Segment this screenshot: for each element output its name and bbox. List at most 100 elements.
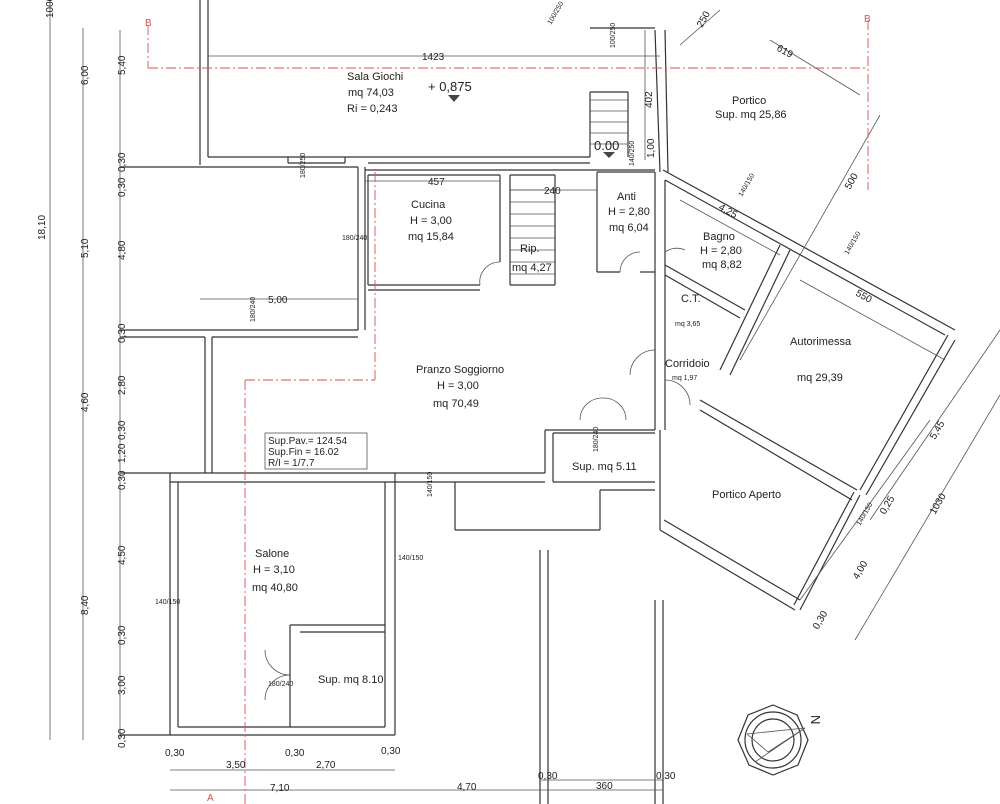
opening-size: 140/150 [398,555,423,562]
dimension-text: 4,50 [117,545,128,565]
opening-size: 140/150 [427,472,434,497]
dimension-text: 0,30 [165,748,185,759]
opening-size: 180/240 [250,297,257,322]
room-area: mq 3,65 [675,321,700,328]
opening-size: 180/240 [268,681,293,688]
room-height: H = 3,10 [253,564,295,576]
opening-size: 180/250 [300,153,307,178]
wall-segment [664,264,746,311]
room-area: Sup. mq 8.10 [318,674,383,686]
opening-size: 100/250 [610,23,617,48]
dimension-line [799,279,946,361]
dimension-text: 550 [854,288,874,306]
dimension-text: 5,00 [268,295,288,306]
door-swing [629,349,656,376]
summary-box [264,432,368,470]
dimension-text: 0,30 [811,609,830,632]
room-area: mq 29,39 [797,372,843,384]
dimension-text: 1,20 [117,443,128,463]
dimension-text: 0,30 [117,323,128,343]
room-area: Sup. mq 25,86 [715,109,787,121]
compass-icon [737,704,809,776]
opening-size: 140/150 [738,172,757,198]
room-name: Pranzo Soggiorno [416,364,504,376]
room-area: mq 8,82 [702,259,742,271]
dimension-text: 8,40 [80,595,91,615]
dimension-text: 0,25 [878,494,897,517]
dimension-text: 0,30 [381,746,401,757]
dimension-text: 1030 [928,491,949,516]
room-name: Autorimessa [790,336,852,348]
door-swing [602,397,627,421]
dimension-text: 4,80 [117,240,128,260]
wall-segment [664,179,946,336]
opening-size: 140/150 [844,230,863,256]
dimension-text: 1000 [45,0,56,18]
wall-segment [663,519,801,601]
dimension-line [769,39,861,96]
dimension-text: 0,30 [117,625,128,645]
dimension-text: 250 [695,9,713,29]
door-swing [619,251,641,273]
level-upper: + 0,875 [428,79,472,94]
dimension-text: 5,45 [928,419,947,442]
room-name: C.T. [681,293,701,305]
room-name: Portico [732,95,766,107]
opening-size: 140/150 [856,501,875,527]
room-height: H = 3,00 [437,380,479,392]
room-name: Salone [255,548,289,560]
dimension-text: 240 [544,186,561,197]
dimension-line [679,199,781,256]
room-name: Portico Aperto [712,489,781,501]
dimension-text: 3,50 [226,760,246,771]
level-marker-icon [448,95,460,102]
dimension-text: 4,70 [457,782,477,793]
dimension-text: 2,70 [316,760,336,771]
dimension-text: 0,30 [285,748,305,759]
door-swing [479,261,501,286]
wall-segment [662,169,956,331]
room-area: mq 6,04 [609,222,649,234]
dimension-text: 0,30 [117,470,128,490]
dimension-text: 0,30 [117,177,128,197]
room-area: mq 1,97 [672,375,697,382]
wall-segment [664,29,669,173]
level-marker-icon [603,152,615,158]
dimension-text: 619 [775,43,795,61]
summary-sup-fin: Sup.Fin = 16.02 [268,447,339,458]
wall-segment [699,399,858,491]
room-name: Anti [617,191,636,203]
dimension-text: 4,00 [851,559,870,582]
dimension-line [799,419,931,601]
dimension-text: 1,00 [646,138,657,158]
dimension-text: 0,30 [117,728,128,748]
room-area: mq 15,84 [408,231,454,243]
section-lines [147,20,869,804]
dimension-text: 2,80 [117,375,128,395]
room-height: H = 2,80 [700,245,742,257]
dimension-text: 7,10 [270,783,290,794]
wall-segment [719,244,781,371]
opening-size: 140/250 [629,141,636,166]
dimension-line [869,329,1000,521]
room-name: Rip. [520,243,540,255]
dimension-line [679,9,721,46]
dimension-text: 457 [428,177,445,188]
dimension-text: 18,10 [37,215,48,240]
dimension-text: 5,10 [80,238,91,258]
door-swing [664,247,686,253]
section-marker: B [145,18,152,29]
room-area: mq 40,80 [252,582,298,594]
north-label: N [808,715,823,724]
dimension-text: 3,00 [117,675,128,695]
dimension-text: 360 [596,781,613,792]
summary-ri: R/I = 1/7.7 [268,458,315,469]
opening-size: 180/240 [342,235,367,242]
room-height: H = 2,80 [608,206,650,218]
dimension-line [854,394,1000,641]
room-area: mq 74,03 [348,87,394,99]
room-ratio: Ri = 0,243 [347,103,397,115]
walls [49,0,1000,804]
room-name: Cucina [411,199,446,211]
wall-segment [654,29,661,173]
